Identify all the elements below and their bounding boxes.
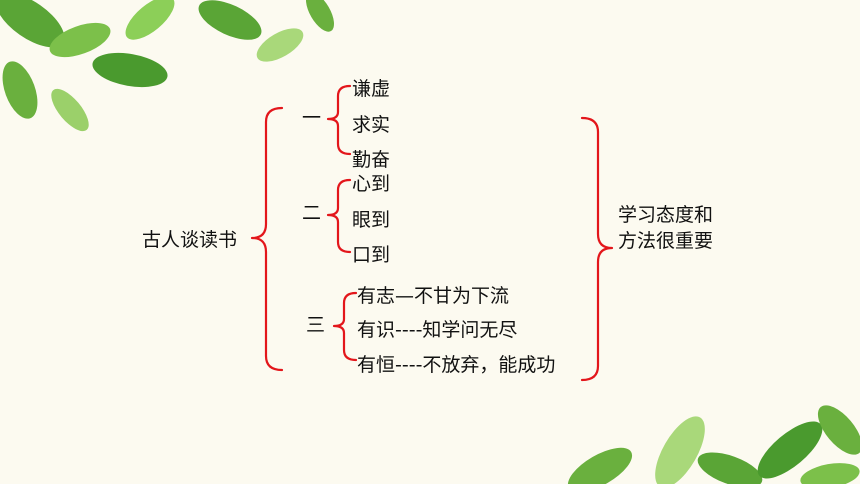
- group-one-item-practical: 求实: [352, 114, 391, 136]
- leaf-icon: [0, 0, 65, 48]
- leaf-icon: [800, 463, 860, 484]
- leaf-icon: [655, 416, 705, 484]
- group-two-item-eyes: 眼到: [352, 209, 391, 231]
- group-two-bracket: [326, 178, 352, 254]
- leaf-cluster: [0, 0, 334, 132]
- leaf-icon: [198, 0, 262, 40]
- root-label: 古人谈读书: [142, 229, 238, 251]
- conclusion-bracket: [580, 116, 614, 382]
- group-one-item-humble: 谦虚: [352, 78, 391, 100]
- group-one-label: 一: [302, 107, 322, 129]
- group-three-bracket: [332, 291, 358, 362]
- conclusion-line-2: 方法很重要: [618, 230, 714, 252]
- group-two-item-mouth: 口到: [352, 244, 391, 266]
- leaf-icon: [306, 0, 334, 32]
- leaf-icon: [92, 52, 168, 88]
- leaf-icon: [697, 452, 763, 484]
- leaf-decoration-top-left: [0, 0, 334, 132]
- group-two-label: 二: [302, 202, 322, 224]
- leaf-icon: [49, 22, 111, 58]
- group-three-label: 三: [306, 314, 326, 336]
- root-bracket: [250, 106, 284, 372]
- group-one-bracket: [326, 84, 352, 156]
- group-three-item-perseverance: 有恒----不放弃，能成功: [357, 354, 556, 376]
- leaf-icon: [51, 88, 89, 132]
- group-three-item-knowledge: 有识----知学问无尽: [357, 319, 518, 341]
- group-three-item-ambition: 有志—不甘为下流: [357, 285, 510, 307]
- leaf-icon: [757, 421, 823, 479]
- leaf-cluster: [567, 405, 860, 484]
- leaf-icon: [125, 0, 175, 40]
- group-one-item-diligent: 勤奋: [352, 149, 391, 171]
- leaf-icon: [2, 61, 38, 119]
- group-two-item-heart: 心到: [352, 173, 391, 195]
- leaf-icon: [817, 405, 860, 455]
- leaf-decoration-bottom-right: [567, 405, 860, 484]
- conclusion-line-1: 学习态度和: [618, 204, 714, 226]
- leaf-icon: [256, 28, 304, 62]
- leaf-icon: [567, 447, 633, 484]
